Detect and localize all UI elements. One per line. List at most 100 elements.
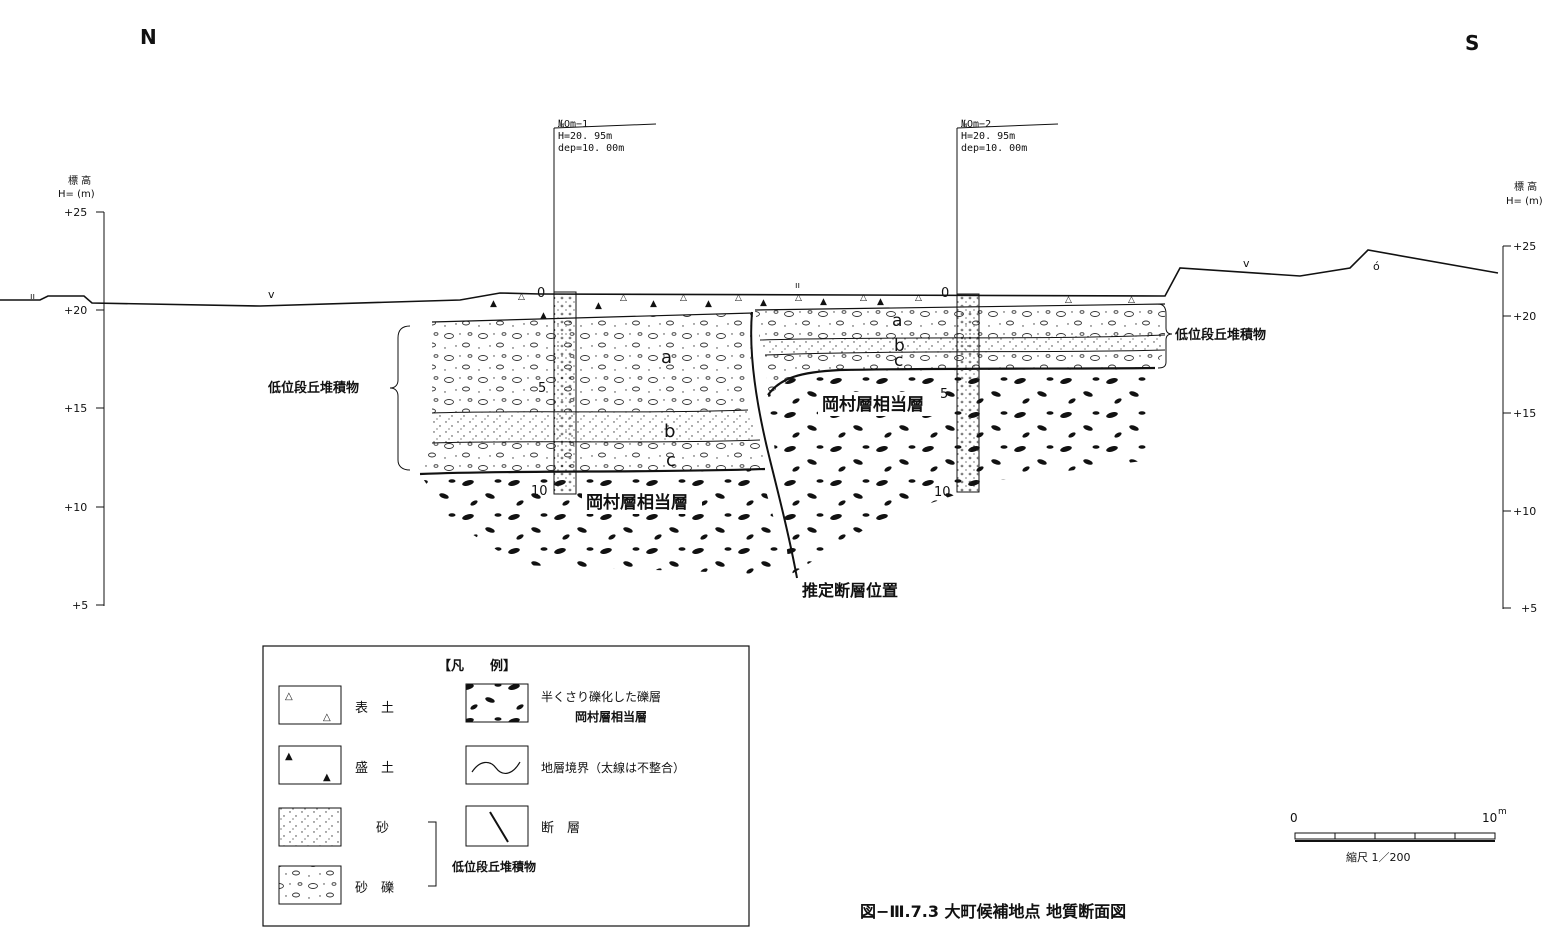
north-label: N — [140, 25, 157, 49]
right-tick-10: +10 — [1513, 505, 1536, 518]
borehole-2-depth: dep=10. 00m — [961, 143, 1027, 154]
scale-ten: 10 — [1482, 811, 1497, 825]
right-tick-20: +20 — [1513, 310, 1536, 323]
sublayer-a-left: a — [661, 347, 672, 368]
svg-text:▲: ▲ — [285, 751, 293, 762]
svg-text:△: △ — [860, 293, 867, 303]
svg-text:▲: ▲ — [490, 299, 497, 309]
svg-text:△: △ — [285, 691, 293, 702]
right-elevation-axis: 標 高 H= (m) +25 +20 +15 +10 +5 — [1502, 180, 1543, 615]
okamura-left-label: 岡村層相当層 — [586, 492, 688, 513]
svg-text:▲: ▲ — [760, 298, 767, 308]
borehole-2-depth-10: 10 — [934, 485, 951, 500]
surface-mark-o: ό — [1373, 260, 1380, 273]
svg-text:△: △ — [735, 293, 742, 303]
right-axis-unit: H= (m) — [1506, 196, 1543, 207]
svg-text:△: △ — [915, 293, 922, 303]
terrace-left-brace — [389, 325, 411, 471]
svg-text:△: △ — [1065, 295, 1072, 305]
svg-text:▲: ▲ — [820, 297, 827, 307]
sublayer-b-left: b — [664, 421, 675, 442]
svg-text:△: △ — [620, 293, 627, 303]
svg-text:△: △ — [680, 293, 687, 303]
left-tick-25: +25 — [64, 206, 87, 219]
sublayer-c-left: c — [666, 450, 676, 471]
svg-text:▲: ▲ — [595, 301, 602, 311]
legend-swatch-fill — [278, 745, 342, 785]
legend-topsoil-label: 表 土 — [355, 701, 394, 716]
terrace-left-label: 低位段丘堆積物 — [267, 380, 359, 396]
legend-swatch-sand-gravel — [278, 865, 342, 905]
south-label: S — [1465, 31, 1479, 55]
legend-fault-label: 断 層 — [541, 821, 580, 836]
legend-swatch-gravel-layer — [465, 683, 529, 723]
svg-text:▲: ▲ — [323, 772, 331, 783]
legend-swatch-sand — [278, 807, 342, 847]
sublayer-b-right: b — [894, 336, 905, 356]
surface-soil-markers: △ △ △ △ △ △ △ △ △ ▲ ▲ ▲ ▲ ▲ ▲ ▲ ▲ — [490, 292, 1135, 321]
left-axis-title: 標 高 — [68, 174, 91, 187]
svg-text:▲: ▲ — [650, 299, 657, 309]
fault-label: 推定断層位置 — [802, 581, 898, 600]
terrace-right-label: 低位段丘堆積物 — [1174, 327, 1266, 343]
legend-gravel-label-1: 半くさり礫化した礫層 — [541, 689, 661, 704]
borehole-2-depth-5: 5 — [940, 387, 948, 402]
left-elevation-axis: 標 高 H= (m) +25 +20 +15 +10 +5 — [58, 174, 105, 612]
left-tick-10: +10 — [64, 501, 87, 514]
legend-title: 【凡 例】 — [438, 658, 516, 674]
borehole-1-depth-0: 0 — [537, 286, 545, 301]
left-tick-20: +20 — [64, 304, 87, 317]
scale-zero: 0 — [1290, 811, 1298, 825]
right-axis-title: 標 高 — [1514, 180, 1537, 193]
borehole-1-depth-5: 5 — [538, 381, 546, 396]
fault-line — [750, 311, 798, 579]
terrace-left — [419, 312, 766, 476]
okamura-right-label: 岡村層相当層 — [822, 394, 924, 415]
legend-group-bracket — [428, 821, 437, 887]
ground-surface: ıı v ıı v ό — [0, 249, 1499, 307]
svg-text:△: △ — [795, 293, 802, 303]
svg-text:▲: ▲ — [877, 297, 884, 307]
borehole-1-depth: dep=10. 00m — [558, 143, 624, 154]
surface-mark-ii-left: ıı — [30, 292, 35, 302]
left-tick-15: +15 — [64, 402, 87, 415]
legend-gravel-label-2: 岡村層相当層 — [575, 709, 647, 724]
legend: 【凡 例】 △ △ 表 土 ▲ ▲ 盛 土 砂 砂 礫 低位段丘堆積物 半くさり礫化… — [262, 645, 750, 927]
borehole-2-height: H=20. 95m — [961, 131, 1015, 142]
left-axis-unit: H= (m) — [58, 189, 95, 200]
right-tick-15: +15 — [1513, 407, 1536, 420]
legend-sand-gravel-label: 砂 礫 — [355, 880, 394, 896]
svg-text:▲: ▲ — [540, 311, 547, 321]
legend-group-label: 低位段丘堆積物 — [451, 859, 536, 874]
sublayer-c-right: c — [894, 351, 903, 371]
svg-text:▲: ▲ — [705, 299, 712, 309]
sublayer-a-right: a — [892, 311, 902, 331]
legend-swatch-fault — [465, 805, 529, 847]
legend-swatch-topsoil — [278, 685, 342, 725]
borehole-1-id: №Om−1 — [558, 119, 588, 130]
svg-text:△: △ — [323, 712, 331, 723]
right-tick-5: +5 — [1521, 602, 1537, 615]
left-tick-5: +5 — [72, 599, 88, 612]
legend-sand-label: 砂 — [376, 821, 389, 836]
surface-mark-v-left: v — [268, 288, 275, 301]
scale-label: 縮尺 1／200 — [1346, 850, 1411, 864]
borehole-om-1: №Om−1 H=20. 95m dep=10. 00m 0 5 10 — [531, 119, 657, 499]
right-tick-25: +25 — [1513, 240, 1536, 253]
borehole-2-depth-0: 0 — [941, 286, 949, 301]
surface-mark-v-right: v — [1243, 257, 1250, 270]
scale-bar: 0 10 m 縮尺 1／200 — [1290, 807, 1507, 864]
figure-caption: 図−Ⅲ.7.3 大町候補地点 地質断面図 — [860, 902, 1126, 921]
legend-boundary-label: 地層境界（太線は不整合） — [541, 760, 685, 775]
borehole-om-2: №Om−2 H=20. 95m dep=10. 00m 0 5 10 — [934, 119, 1059, 500]
borehole-1-depth-10: 10 — [531, 484, 548, 499]
legend-fill-label: 盛 土 — [355, 761, 394, 776]
terrace-right-brace — [1157, 303, 1173, 369]
okamura-left-body — [420, 470, 790, 575]
borehole-1-height: H=20. 95m — [558, 131, 612, 142]
svg-text:△: △ — [518, 292, 525, 302]
borehole-2-id: №Om−2 — [961, 119, 991, 130]
svg-text:△: △ — [1128, 295, 1135, 305]
surface-mark-ii-mid: ıı — [795, 281, 800, 291]
